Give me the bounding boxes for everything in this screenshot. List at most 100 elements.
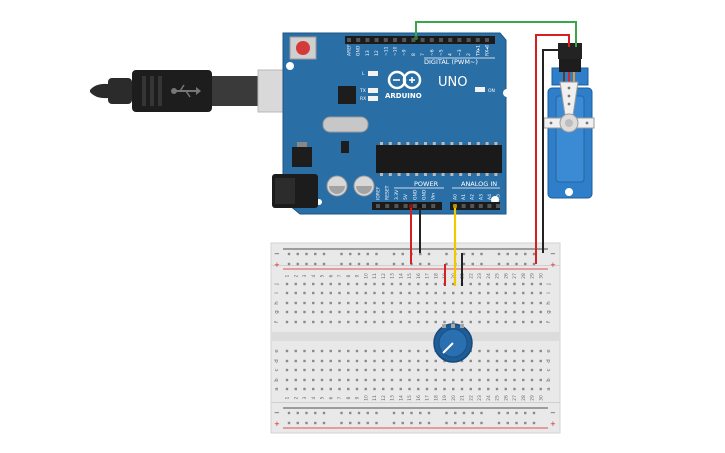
row-letter: g xyxy=(274,310,280,314)
digital-pin-label: ~11 xyxy=(383,46,389,56)
digital-pin[interactable] xyxy=(402,38,407,42)
column-number: 10 xyxy=(363,395,369,401)
wire-servo-power-red[interactable] xyxy=(535,34,570,264)
center-channel xyxy=(271,332,560,341)
column-number: 3 xyxy=(302,396,308,399)
digital-pin[interactable] xyxy=(429,38,434,42)
row-letter: f xyxy=(274,320,280,323)
analog-pin-label: A1 xyxy=(461,194,467,200)
servo-horn[interactable] xyxy=(543,81,595,133)
row-letter: d xyxy=(274,359,280,363)
wire-signal-green[interactable] xyxy=(415,21,577,47)
led-on-label: ON xyxy=(488,88,495,94)
column-number: 6 xyxy=(328,274,334,277)
arduino-logo xyxy=(387,70,422,90)
analog-pin[interactable] xyxy=(470,204,475,208)
power-pin-label: 3.3V xyxy=(394,189,400,200)
digital-pin-label: 13 xyxy=(365,50,371,56)
column-number: 9 xyxy=(355,396,361,399)
power-pin[interactable] xyxy=(376,204,380,208)
analog-header[interactable] xyxy=(450,202,500,210)
row-letter: h xyxy=(274,301,280,305)
crystal xyxy=(322,116,369,133)
digital-pin[interactable] xyxy=(420,38,425,42)
digital-pin[interactable] xyxy=(365,38,370,42)
digital-pin[interactable] xyxy=(475,38,480,42)
column-number: 20 xyxy=(451,395,457,401)
wires[interactable] xyxy=(409,21,577,286)
column-number: 23 xyxy=(477,273,483,279)
digital-pin-label: 12 xyxy=(374,50,380,56)
column-number: 22 xyxy=(468,395,474,401)
breadboard[interactable]: −−++−−++ 1122334455667788991010111112121… xyxy=(270,242,561,434)
analog-pin[interactable] xyxy=(487,204,492,208)
column-number: 27 xyxy=(512,273,518,279)
digital-pin-label: AREF xyxy=(347,44,353,56)
column-number: 26 xyxy=(503,273,509,279)
column-number: 29 xyxy=(530,395,536,401)
led-tx-label: TX xyxy=(359,88,366,94)
power-pin-label: IOREF xyxy=(376,186,382,200)
digital-pin-label: 4 xyxy=(448,53,454,56)
power-pin[interactable] xyxy=(403,204,408,208)
analog-pin[interactable] xyxy=(478,204,483,208)
digital-pin[interactable] xyxy=(356,38,361,42)
micro-servo[interactable] xyxy=(543,43,595,199)
usb-cable[interactable] xyxy=(90,69,301,113)
rail-sign: − xyxy=(274,409,280,417)
digital-pin[interactable] xyxy=(347,38,351,42)
row-letter: j xyxy=(546,283,552,286)
digital-pin[interactable] xyxy=(374,38,379,42)
power-pin[interactable] xyxy=(412,204,417,208)
servo-connector xyxy=(559,58,581,72)
digital-pin[interactable] xyxy=(411,38,416,42)
analog-pin[interactable] xyxy=(496,204,500,208)
row-letter: b xyxy=(274,378,280,382)
digital-pin[interactable] xyxy=(448,38,453,42)
digital-pin[interactable] xyxy=(457,38,462,42)
digital-pin[interactable] xyxy=(439,38,443,42)
power-pin-label: 5V xyxy=(403,193,409,200)
digital-pin[interactable] xyxy=(466,38,471,42)
column-number: 8 xyxy=(346,396,352,399)
digital-header[interactable] xyxy=(345,36,495,44)
power-pin[interactable] xyxy=(422,204,426,208)
digital-pin[interactable] xyxy=(393,38,397,42)
potentiometer[interactable] xyxy=(433,323,473,363)
brand-label: ARDUINO xyxy=(385,92,422,100)
digital-pin-label: ~3 xyxy=(457,49,463,56)
row-letter: g xyxy=(546,310,552,314)
analog-pin[interactable] xyxy=(461,204,466,208)
column-number: 15 xyxy=(407,395,413,401)
power-pin[interactable] xyxy=(431,204,436,208)
column-number: 1 xyxy=(285,274,291,277)
column-number: 22 xyxy=(468,273,474,279)
digital-pin[interactable] xyxy=(485,38,489,42)
rail-sign: − xyxy=(274,250,280,258)
digital-pin[interactable] xyxy=(383,38,388,42)
column-number: 30 xyxy=(538,395,544,401)
microcontroller-chip xyxy=(376,142,502,176)
power-pin[interactable] xyxy=(394,204,399,208)
power-pin[interactable] xyxy=(385,204,390,208)
power-pin-label: RESET xyxy=(385,185,391,200)
power-header[interactable] xyxy=(372,202,442,210)
reset-button[interactable] xyxy=(289,36,317,60)
column-number: 26 xyxy=(503,395,509,401)
power-jack[interactable] xyxy=(272,174,318,208)
analog-pin-label: A2 xyxy=(470,194,476,200)
mounting-hole xyxy=(286,62,294,70)
digital-pin-label: ~10 xyxy=(393,46,399,56)
model-label: UNO xyxy=(438,75,467,90)
column-number: 16 xyxy=(416,273,422,279)
column-number: 15 xyxy=(407,273,413,279)
row-letter: c xyxy=(274,368,280,371)
mounting-hole xyxy=(503,89,511,97)
column-number: 9 xyxy=(355,274,361,277)
wire-servo-ground-black[interactable] xyxy=(542,47,563,253)
column-number: 14 xyxy=(398,273,404,279)
